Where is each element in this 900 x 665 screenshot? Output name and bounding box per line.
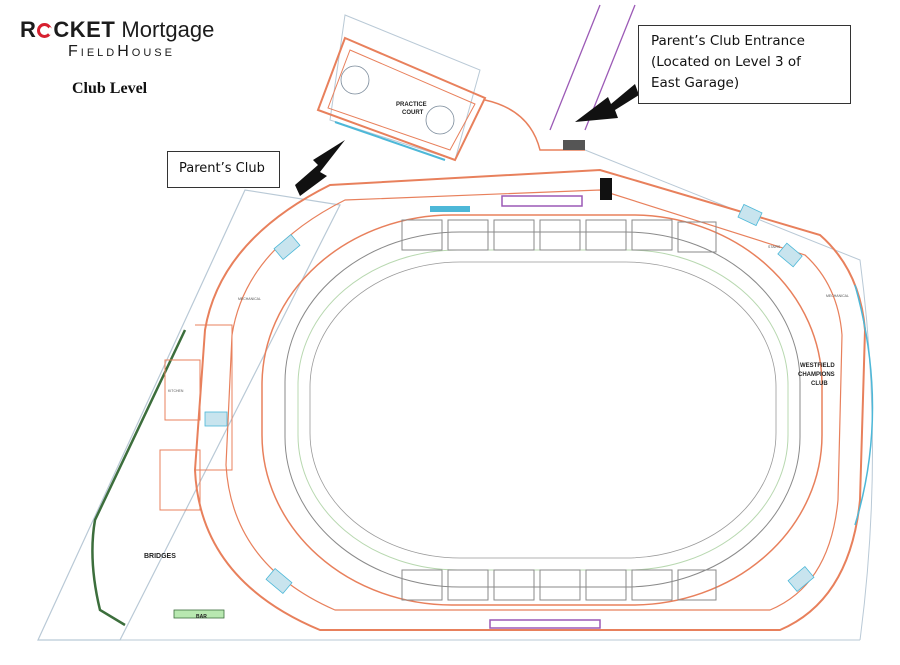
entrance-wall — [484, 99, 585, 151]
suites-top — [401, 219, 717, 253]
site-outline-west — [37, 189, 341, 641]
purple-bar-bottom — [489, 619, 601, 629]
kitchen-label: KITCHEN — [168, 389, 184, 393]
logo-o-icon — [37, 23, 53, 38]
concourse-inner-wall — [225, 189, 843, 611]
site-outline-east — [584, 149, 873, 641]
suite-ring-outer — [261, 214, 823, 606]
purple-bar-top — [501, 195, 583, 207]
bridges-label: BRIDGES — [144, 553, 176, 560]
practice-court-label-1: PRACTICE — [396, 102, 427, 108]
parents-club-callout-text: Parent’s Club — [179, 161, 265, 176]
rocket-mortgage-logo: R CKET Mortgage FieldHouse — [20, 18, 230, 63]
cyan-counter-top — [430, 206, 470, 212]
entrance-marker — [563, 140, 585, 150]
west-support-rooms — [159, 324, 233, 511]
logo-wordmark: R CKET Mortgage — [20, 18, 230, 42]
garage-line-1 — [549, 4, 601, 131]
mechanical-label-west: MECHANICAL — [238, 297, 261, 301]
stairs-label: STAIRS — [768, 245, 781, 249]
elevator-core — [600, 178, 612, 200]
westfield-label-2: CHAMPIONS — [798, 372, 835, 378]
stair-blocks — [204, 203, 815, 594]
mechanical-label-east: MECHANICAL — [826, 294, 849, 298]
logo-fieldhouse: FieldHouse — [68, 43, 175, 60]
level-title: Club Level — [72, 80, 148, 97]
bridge-path — [91, 329, 187, 627]
entrance-arrow-icon — [575, 84, 639, 122]
practice-court-floor — [327, 49, 476, 151]
entrance-callout: Parent’s Club Entrance (Located on Level… — [638, 25, 851, 104]
parents-club-callout: Parent’s Club — [167, 151, 280, 188]
practice-court-label-2: COURT — [402, 110, 424, 116]
suite-ring-inner — [284, 231, 801, 588]
court-circle-west — [340, 65, 370, 95]
parents-club-arrow-icon — [295, 140, 345, 196]
bar-counter — [173, 609, 225, 619]
logo-mortgage: Mortgage — [115, 17, 215, 42]
practice-court-building — [316, 36, 487, 162]
entrance-callout-line-3: East Garage) — [651, 75, 740, 91]
arena-floor — [309, 261, 777, 559]
concourse-outer-wall — [193, 168, 867, 631]
bar-label: BAR — [196, 614, 207, 620]
logo-letter-r: R — [20, 17, 37, 42]
entrance-callout-line-1: Parent’s Club Entrance — [651, 33, 805, 49]
entrance-callout-line-2: (Located on Level 3 of — [651, 54, 801, 70]
westfield-label-1: WESTFIELD — [800, 363, 835, 369]
logo-letters-cket: CKET — [53, 17, 116, 42]
court-bench-line — [334, 121, 446, 161]
court-circle-east — [425, 105, 455, 135]
suites-bottom — [401, 569, 717, 601]
site-outline-north — [329, 14, 481, 161]
westfield-label-3: CLUB — [811, 381, 828, 387]
east-glass-wall — [854, 284, 874, 526]
